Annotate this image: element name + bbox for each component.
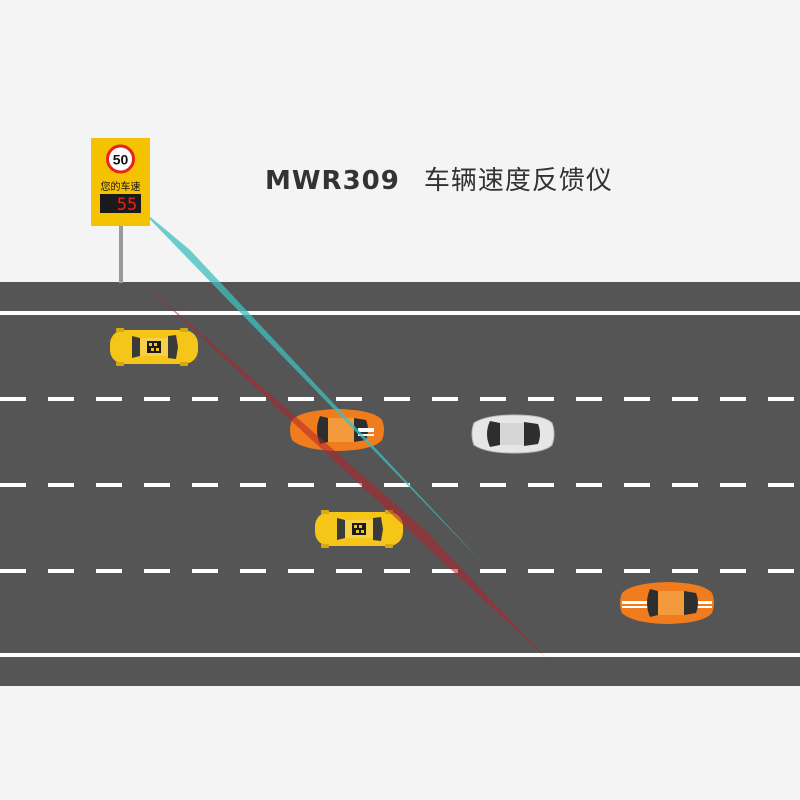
product-model: MWR309 bbox=[265, 166, 400, 196]
car-icon bbox=[471, 414, 555, 454]
speed-limit-value: 50 bbox=[113, 152, 129, 168]
cyan-radar-beam bbox=[136, 205, 480, 560]
red-radar-beam bbox=[140, 280, 545, 657]
lane-edge-line-top bbox=[0, 311, 800, 315]
sign-caption: 您的车速 bbox=[101, 180, 141, 193]
taxi-icon bbox=[110, 328, 198, 366]
lane-edge-line-bottom bbox=[0, 653, 800, 657]
sports-car-icon bbox=[620, 582, 714, 624]
speed-feedback-sign: 50 您的车速 55 bbox=[91, 138, 150, 226]
product-description: 车辆速度反馈仪 bbox=[423, 166, 613, 196]
speed-display-panel bbox=[100, 194, 141, 213]
sign-pole bbox=[119, 225, 123, 283]
speed-limit-icon bbox=[106, 144, 135, 174]
taxi-icon bbox=[315, 510, 403, 548]
current-speed-display: 55 bbox=[117, 195, 137, 215]
diagram-title: MWR309 车辆速度反馈仪 bbox=[265, 160, 613, 197]
